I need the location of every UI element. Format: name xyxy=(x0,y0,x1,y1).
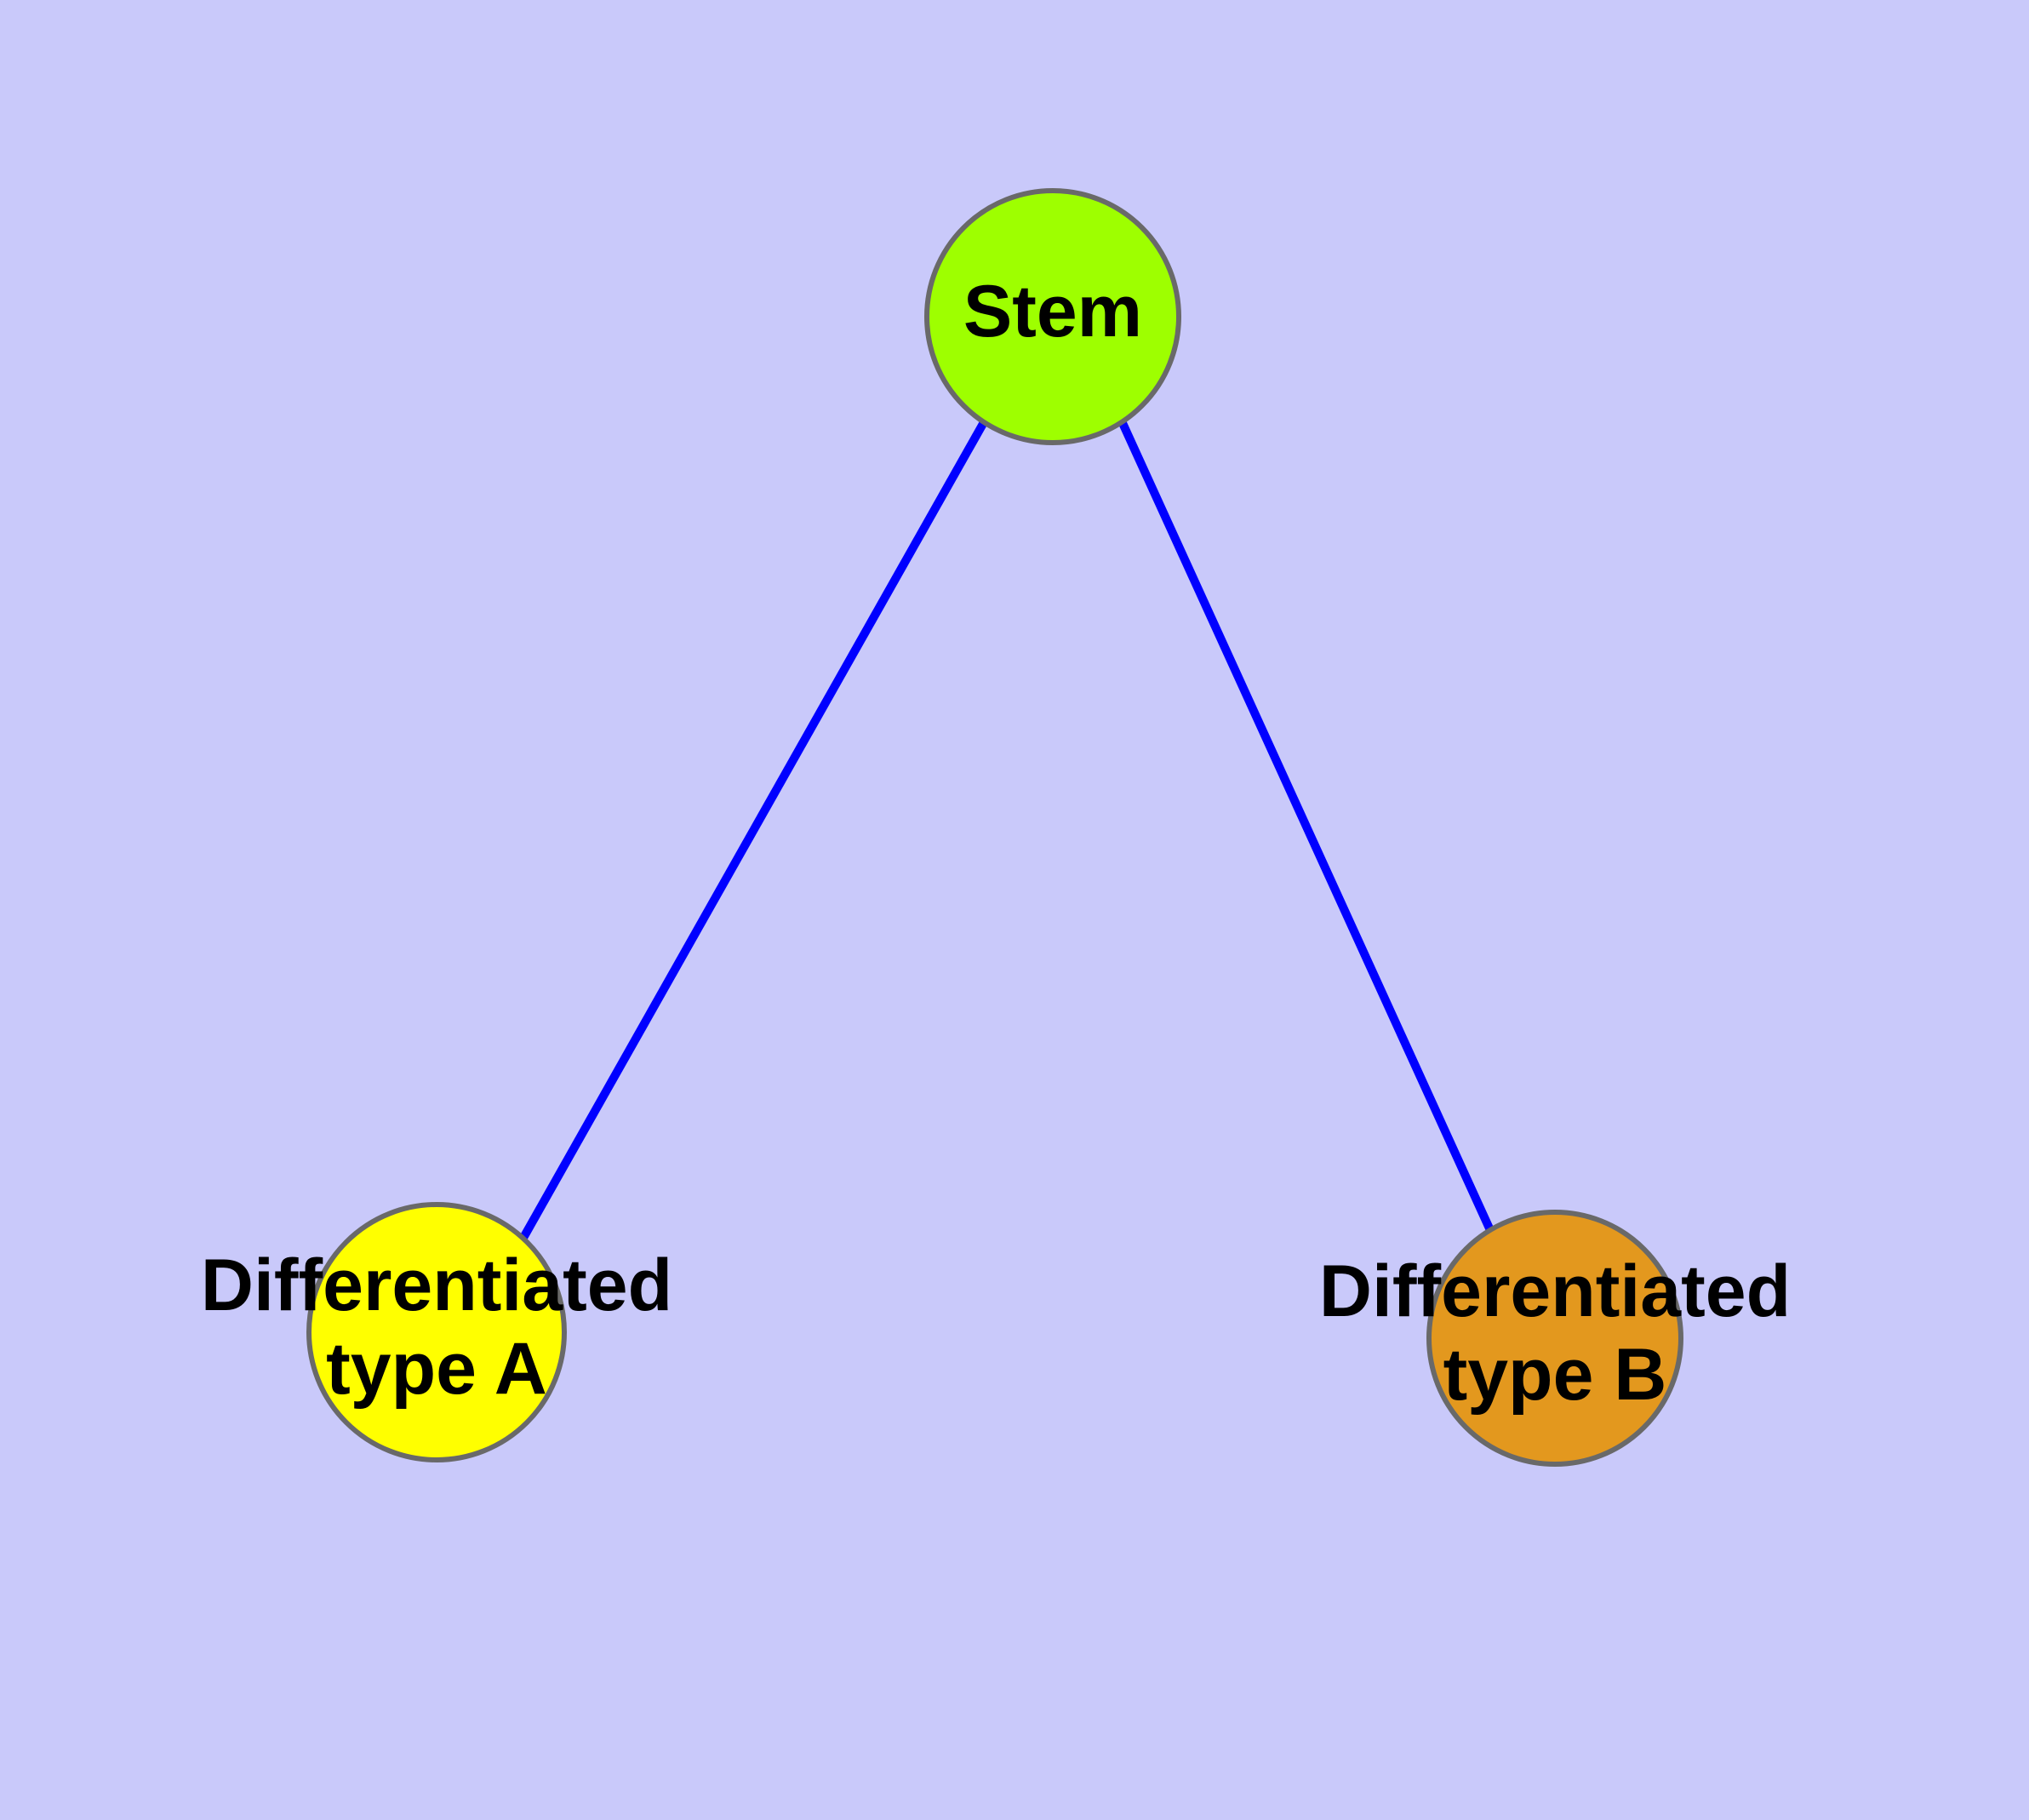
node-label-line: Stem xyxy=(963,271,1142,352)
node-diff-b[interactable] xyxy=(1426,1210,1683,1467)
node-label-line: Differentiated xyxy=(201,1245,672,1326)
edge-stem-to-diff-b[interactable] xyxy=(1118,421,1494,1231)
node-label-line: type A xyxy=(326,1328,547,1410)
node-diff-a[interactable] xyxy=(306,1202,567,1462)
node-stem[interactable] xyxy=(924,188,1181,445)
edge-stem-to-diff-a[interactable] xyxy=(519,420,988,1240)
nodes-layer xyxy=(306,188,1683,1467)
edges-layer xyxy=(519,420,1494,1240)
node-label-line: type B xyxy=(1443,1334,1667,1416)
node-label-stem: Stem xyxy=(963,271,1142,352)
node-label-line: Differentiated xyxy=(1319,1251,1791,1332)
